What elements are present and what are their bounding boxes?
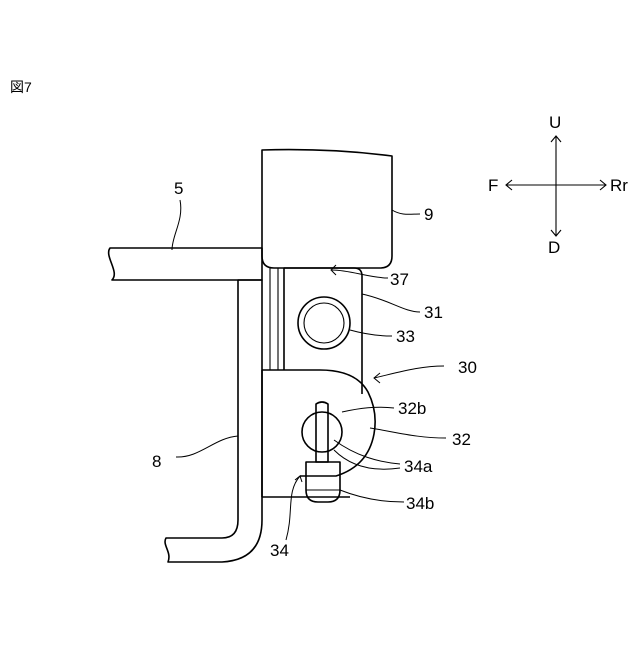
direction-rear-label: Rr xyxy=(610,176,628,195)
part-32b-hole xyxy=(302,412,342,452)
bracket-guide-lines xyxy=(270,268,278,370)
label-32b: 32b xyxy=(398,399,426,418)
direction-up-label: U xyxy=(549,113,561,132)
label-34a: 34a xyxy=(404,457,433,476)
figure-label: 図7 xyxy=(10,79,32,95)
label-34b: 34b xyxy=(406,494,434,513)
part-32-bracket xyxy=(262,370,375,497)
label-8: 8 xyxy=(152,452,161,471)
label-37: 37 xyxy=(390,270,409,289)
label-34: 34 xyxy=(270,541,289,560)
direction-down-label: D xyxy=(548,238,560,257)
part-8-panel xyxy=(165,280,262,562)
label-9: 9 xyxy=(424,205,433,224)
label-30: 30 xyxy=(458,358,477,377)
direction-front-label: F xyxy=(488,176,498,195)
label-32: 32 xyxy=(452,430,471,449)
label-33: 33 xyxy=(396,327,415,346)
label-5: 5 xyxy=(174,179,183,198)
direction-indicator: U D F Rr xyxy=(488,113,628,257)
label-31: 31 xyxy=(424,303,443,322)
part-5-panel xyxy=(109,248,262,280)
part-9-block xyxy=(262,150,392,268)
part-33-pin xyxy=(298,297,350,349)
